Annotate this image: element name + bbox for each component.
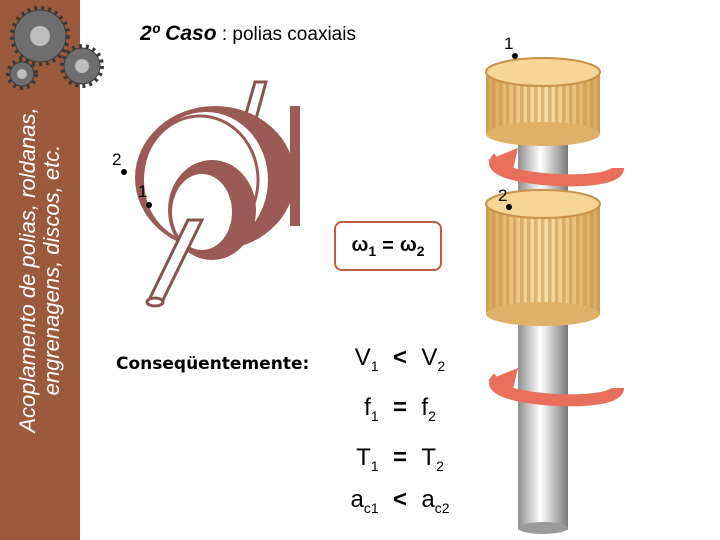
omega-left: ω1 xyxy=(351,234,376,259)
coaxial-pulley-diagram xyxy=(120,70,320,310)
gear-bottom-point xyxy=(506,204,512,210)
gear-top-label: 1 xyxy=(504,34,513,54)
relation-operator: < xyxy=(379,486,422,514)
relation-operator: < xyxy=(379,344,422,372)
relation-left: T1 xyxy=(330,444,379,474)
gears-logo-icon xyxy=(0,0,110,100)
relation-left: ac1 xyxy=(330,486,379,516)
pulley-inner-point xyxy=(146,202,152,208)
omega-right: ω2 xyxy=(400,234,425,259)
sidebar-title-line2: engrenagens, discos, etc. xyxy=(40,145,64,396)
relation-left: f1 xyxy=(330,394,379,424)
relation-frequency: f1 = f2 xyxy=(330,394,470,424)
relation-right: ac2 xyxy=(421,486,470,516)
slide-title: 2º Caso : polias coaxiais xyxy=(140,22,356,46)
gear-bottom-label: 2 xyxy=(498,186,507,206)
relation-right: T2 xyxy=(421,444,470,474)
case-label: 2º Caso xyxy=(140,22,217,45)
omega-operator: = xyxy=(382,235,394,258)
pulley-outer-point xyxy=(121,169,127,175)
relation-velocity: V1 < V2 xyxy=(330,344,470,374)
pulley-inner-label: 1 xyxy=(138,182,147,202)
consequently-label: Conseqüentemente: xyxy=(116,354,309,374)
coaxial-gears-diagram xyxy=(478,40,648,540)
case-description: : polias coaxiais xyxy=(222,24,356,45)
relation-centripetal-acceleration: ac1 < ac2 xyxy=(330,486,470,516)
gear-top-point xyxy=(512,53,518,59)
angular-velocity-equality: ω1 = ω2 xyxy=(334,221,442,271)
pulley-outer-label: 2 xyxy=(112,150,121,170)
sidebar-title-line1: Acoplamento de polias, roldanas, xyxy=(16,107,40,432)
relation-period: T1 = T2 xyxy=(330,444,470,474)
relation-operator: = xyxy=(379,394,422,422)
relation-right: V2 xyxy=(421,344,470,374)
relation-left: V1 xyxy=(330,344,379,374)
relation-operator: = xyxy=(379,444,422,472)
relation-right: f2 xyxy=(421,394,470,424)
